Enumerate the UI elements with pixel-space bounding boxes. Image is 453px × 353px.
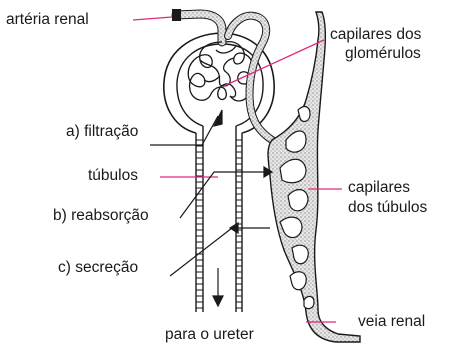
label-tubules: túbulos — [88, 167, 138, 185]
artery-cut-end — [172, 9, 181, 21]
label-to-ureter: para o ureter — [165, 326, 254, 344]
label-glomerular-capillaries-line2: glomérulos — [345, 45, 421, 63]
label-glomerular-capillaries-line1: capilares dos — [330, 26, 421, 44]
label-reabsorption: b) reabsorção — [53, 207, 149, 225]
label-tubular-capillaries-line2: dos túbulos — [348, 199, 427, 217]
label-renal-artery: artéria renal — [6, 11, 89, 29]
label-renal-vein: veia renal — [358, 313, 425, 331]
process-arrows — [150, 110, 272, 306]
label-secretion: c) secreção — [58, 259, 138, 277]
label-tubular-capillaries-line1: capilares — [348, 179, 410, 197]
label-filtration: a) filtração — [66, 123, 138, 141]
glomerulus-capillaries — [188, 42, 253, 101]
